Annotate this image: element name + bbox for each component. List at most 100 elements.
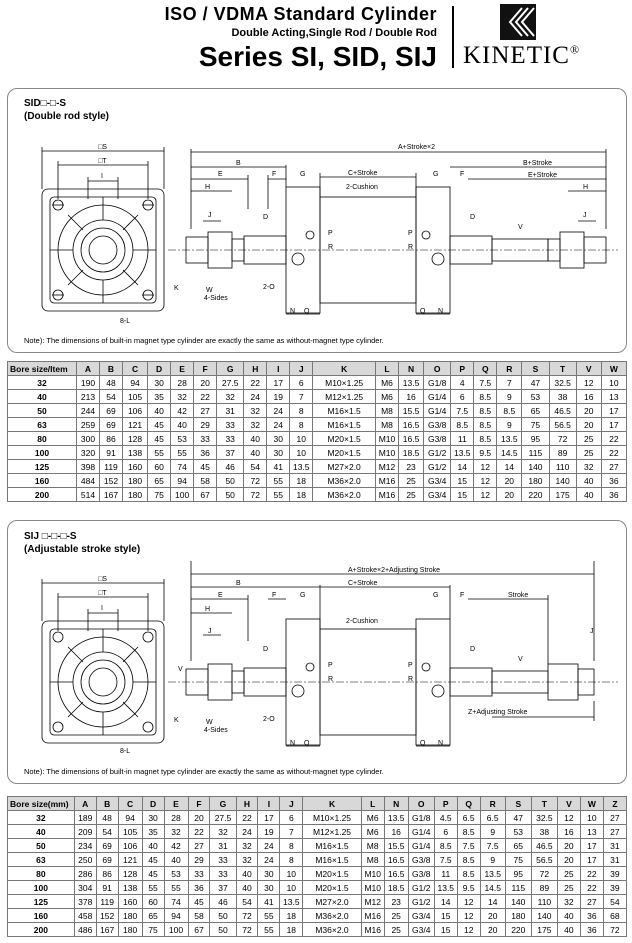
table-cell: 56.5 xyxy=(548,417,577,432)
table-cell: 15 xyxy=(433,922,458,937)
label-D2: D xyxy=(470,214,475,221)
table-cell: 48 xyxy=(99,375,123,390)
column-header: Q xyxy=(473,361,498,376)
table-cell: M16 xyxy=(360,908,385,923)
column-header: G xyxy=(216,361,245,376)
table-cell: 105 xyxy=(117,824,143,839)
label-I: I xyxy=(101,173,103,180)
column-header: E xyxy=(163,796,189,811)
table-cell: 190 xyxy=(76,375,100,390)
column-header: A xyxy=(73,796,97,811)
table-cell: M12 xyxy=(375,459,399,474)
table-cell: 31 xyxy=(602,838,628,853)
label2-J2: J xyxy=(590,628,594,635)
table-cell: 213 xyxy=(76,389,100,404)
side-view-2 xyxy=(168,561,618,747)
label2-H: H xyxy=(205,606,210,613)
table-cell: 8 xyxy=(289,403,314,418)
table-cell: M12×1.25 xyxy=(302,824,362,839)
table-cell: 16 xyxy=(397,389,425,404)
table-cell: 53 xyxy=(170,431,195,446)
column-header: Z xyxy=(602,796,628,811)
table-cell: 119 xyxy=(95,894,119,909)
label-Q2: Q xyxy=(420,308,426,315)
table-cell: 22 xyxy=(579,866,604,881)
table-cell: 95 xyxy=(504,866,532,881)
table-cell: 46 xyxy=(209,894,237,909)
table-cell: 32 xyxy=(209,824,237,839)
table-cell: 10 xyxy=(600,375,628,390)
table-cell: 180 xyxy=(121,473,149,488)
column-header: I xyxy=(266,361,291,376)
bore-size-cell: 160 xyxy=(7,473,77,488)
label-Q: Q xyxy=(304,308,310,315)
label2-L: 8-L xyxy=(120,748,130,755)
label2-T: □T xyxy=(98,590,107,597)
page-title: ISO / VDMA Standard Cylinder xyxy=(164,4,437,24)
table-cell: 8.5 xyxy=(456,852,481,867)
table-cell: 25 xyxy=(397,487,425,502)
table-cell: 31 xyxy=(602,852,628,867)
column-header: R xyxy=(479,796,506,811)
bore-size-cell: 125 xyxy=(7,894,75,909)
column-header: I xyxy=(257,796,281,811)
table-cell: 72 xyxy=(602,922,628,937)
table-cell: 14.5 xyxy=(496,445,523,460)
table-cell: 12 xyxy=(473,487,498,502)
column-header: E xyxy=(170,361,195,376)
table-cell: 180 xyxy=(521,473,550,488)
registered-mark: ® xyxy=(569,42,581,57)
column-header: R xyxy=(496,361,523,376)
table-cell: 40 xyxy=(243,445,268,460)
table-cell: 20 xyxy=(479,922,506,937)
table-cell: 38 xyxy=(548,389,577,404)
table-cell: 55 xyxy=(163,880,189,895)
header-divider xyxy=(452,6,454,68)
table-cell: 121 xyxy=(121,417,149,432)
table-cell: 12 xyxy=(473,473,498,488)
table-cell: 40 xyxy=(556,922,581,937)
bore-size-cell: 80 xyxy=(7,431,77,446)
table-cell: 140 xyxy=(548,473,577,488)
table-cell: 75 xyxy=(141,922,165,937)
table-cell: 7.5 xyxy=(433,852,458,867)
table-cell: G3/8 xyxy=(423,417,452,432)
table-cell: 33 xyxy=(193,431,218,446)
table-cell: 24 xyxy=(266,417,291,432)
column-header: V xyxy=(556,796,581,811)
table-cell: 300 xyxy=(76,431,100,446)
table-cell: 9 xyxy=(479,824,506,839)
table-cell: 18 xyxy=(279,908,304,923)
side-view xyxy=(168,149,618,315)
label2-Q: Q xyxy=(304,740,310,747)
table-cell: 14 xyxy=(496,459,523,474)
column-header: T xyxy=(548,361,577,376)
table-cell: M6 xyxy=(360,824,385,839)
table-cell: 27 xyxy=(579,894,604,909)
table-cell: 484 xyxy=(76,473,100,488)
table-cell: 50 xyxy=(209,908,237,923)
table-cell: 40 xyxy=(163,852,189,867)
table-cell: 220 xyxy=(504,922,532,937)
table-cell: 27 xyxy=(187,838,211,853)
table-cell: 16.5 xyxy=(383,866,409,881)
table-cell: 18.5 xyxy=(397,445,425,460)
table-cell: 14 xyxy=(479,894,506,909)
table-cell: 30 xyxy=(257,866,281,881)
table-cell: M27×2.0 xyxy=(312,459,376,474)
table-cell: G1/8 xyxy=(407,810,435,825)
table-cell: M8 xyxy=(375,417,399,432)
table-cell: 8.5 xyxy=(473,403,498,418)
table-cell: 54 xyxy=(95,824,119,839)
column-header: Bore size(mm) xyxy=(7,796,75,811)
label-W: W xyxy=(206,287,213,294)
table-cell: 180 xyxy=(117,908,143,923)
table-cell: 7.5 xyxy=(456,838,481,853)
table-cell: 110 xyxy=(530,894,558,909)
table-cell: 378 xyxy=(73,894,97,909)
label2-O: 2-O xyxy=(263,716,275,723)
